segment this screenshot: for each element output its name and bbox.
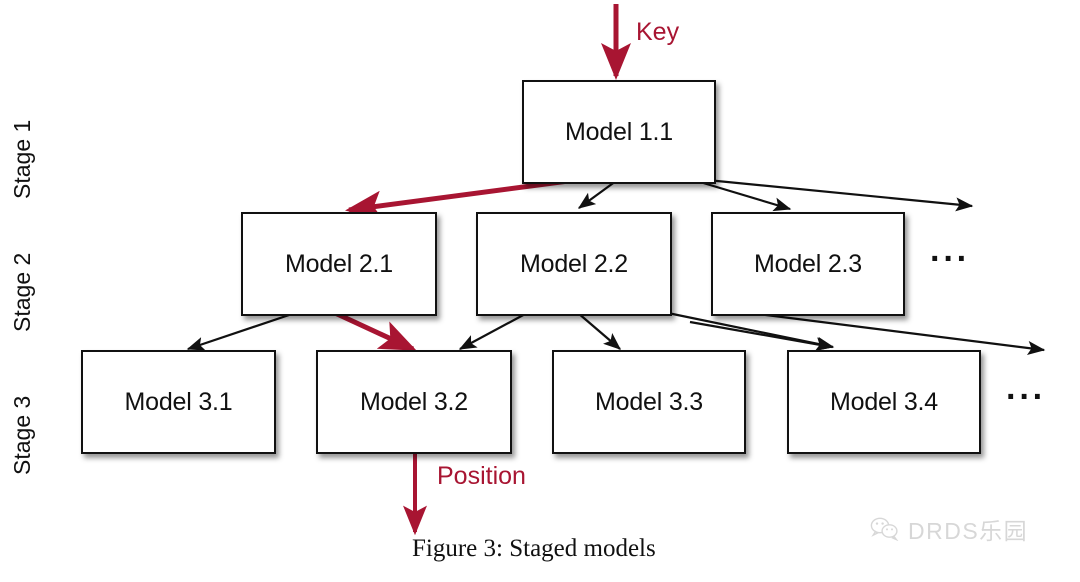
stage-label-2: Stage 2 (9, 252, 35, 332)
node-model-2-2[interactable]: Model 2.2 (476, 212, 672, 316)
edge-model-2-3-to-model-3-4 (689, 320, 834, 352)
key-annotation-label: Key (636, 18, 680, 46)
edge-model-1-1-to-model-2-1 (345, 177, 577, 221)
stage-label-3: Stage 3 (9, 395, 35, 475)
ellipsis-stage-2: ··· (930, 240, 970, 278)
node-label: Model 3.3 (595, 387, 703, 416)
node-model-3-4[interactable]: Model 3.4 (787, 350, 981, 454)
stage-label-1: Stage 1 (9, 119, 35, 199)
ellipsis-stage-3: ··· (1006, 378, 1046, 416)
node-label: Model 2.3 (754, 249, 862, 278)
node-label: Model 2.2 (520, 249, 628, 278)
edge-model-1-1-to-more-stage-2 (706, 178, 974, 212)
edge-model-2-1-to-model-3-1 (186, 311, 296, 351)
node-label: Model 3.4 (830, 387, 938, 416)
edge-model-2-2-to-model-3-2 (458, 312, 528, 350)
node-model-2-1[interactable]: Model 2.1 (241, 212, 437, 316)
edge-model-2-2-to-model-3-3 (577, 312, 622, 350)
node-label: Model 1.1 (565, 117, 673, 146)
position-annotation-label: Position (437, 462, 526, 490)
edge-model-2-1-to-model-3-2 (333, 310, 417, 352)
node-model-3-3[interactable]: Model 3.3 (552, 350, 746, 454)
wechat-icon (870, 517, 899, 541)
edge-model-2-3-to-more-stage-3 (741, 310, 1046, 355)
node-model-3-2[interactable]: Model 3.2 (316, 350, 512, 454)
node-model-3-1[interactable]: Model 3.1 (81, 350, 276, 454)
node-model-2-3[interactable]: Model 2.3 (711, 212, 905, 316)
node-label: Model 3.1 (124, 387, 233, 416)
node-model-1-1[interactable]: Model 1.1 (522, 80, 716, 184)
watermark-text: DRDS乐园 (908, 518, 1029, 544)
figure-caption: Figure 3: Staged models (412, 535, 656, 562)
watermark: DRDS乐园 (870, 512, 1028, 546)
edge-model-1-1-to-model-2-3 (699, 180, 792, 212)
edge-model-1-1-to-model-2-2 (577, 180, 617, 209)
node-label: Model 2.1 (285, 249, 393, 278)
node-label: Model 3.2 (360, 387, 468, 416)
